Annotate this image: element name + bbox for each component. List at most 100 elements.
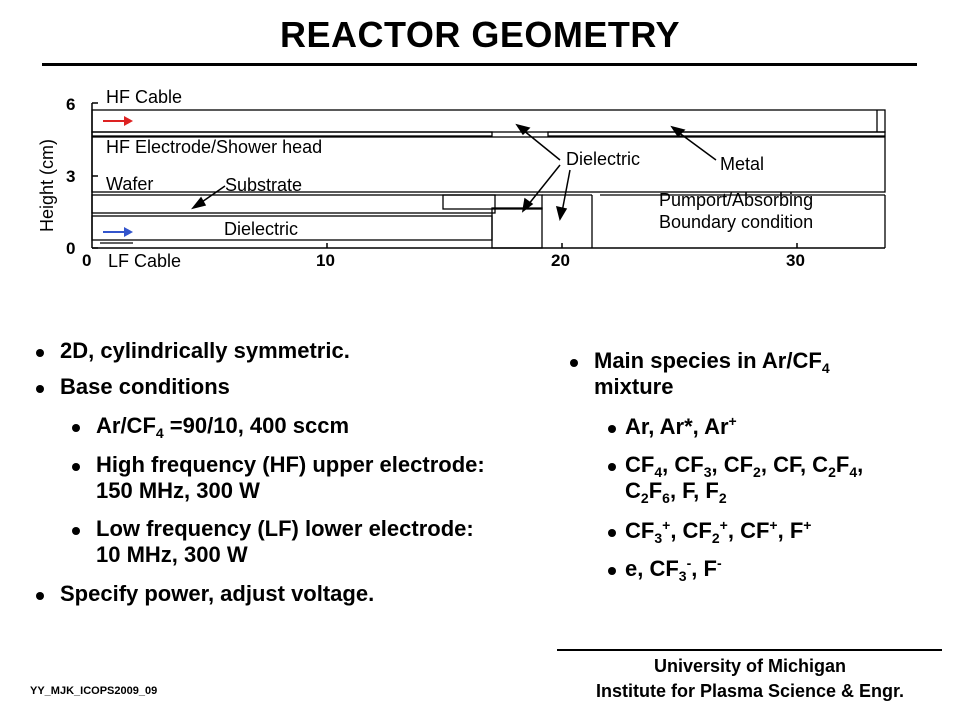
species-argon: Ar, Ar*, Ar+: [570, 414, 950, 440]
text-part: , CF: [662, 452, 704, 477]
y-tick-3: 3: [66, 167, 75, 186]
text-part: , F, F: [669, 478, 719, 503]
bullet-dot: [608, 567, 616, 575]
label-dielectric: Dielectric: [566, 149, 640, 169]
superscript: -: [716, 555, 722, 571]
text-part: Ar/CF: [96, 413, 156, 438]
label-hf-electrode: HF Electrode/Shower head: [106, 137, 322, 157]
text-line: mixture: [594, 374, 674, 399]
text-part: =90/10, 400 sccm: [163, 413, 350, 438]
reactor-geometry-figure: 6 3 0 0 10 20 30 Height (cm): [37, 87, 886, 271]
text-part: ,: [857, 452, 864, 477]
bullet-dot: [72, 463, 80, 471]
subscript: 2: [828, 464, 836, 480]
text-line: Low frequency (LF) lower electrode:: [96, 516, 474, 541]
text-part: Main species in Ar/CF: [594, 348, 822, 373]
bullet-base-conditions: Base conditions: [36, 374, 576, 400]
footer-rule: [557, 649, 942, 651]
bullet-dot: [72, 424, 80, 432]
footer-university: University of Michigan: [653, 656, 847, 676]
label-wafer: Wafer: [106, 174, 153, 194]
superscript: +: [803, 517, 812, 533]
bullet-text: 2D, cylindrically symmetric.: [60, 338, 350, 363]
subscript: 3: [703, 464, 712, 480]
text-part: , CF, C: [760, 452, 829, 477]
bullet-power: Specify power, adjust voltage.: [36, 581, 576, 607]
text-part: , F: [691, 556, 717, 581]
label-lf-cable: LF Cable: [108, 251, 181, 271]
text-part: F: [835, 452, 850, 477]
x-tick-0: 0: [82, 251, 91, 270]
text-line: 10 MHz, 300 W: [96, 542, 248, 567]
superscript: +: [662, 517, 671, 533]
y-axis-label: Height (cm): [37, 139, 57, 232]
text-part: F: [648, 478, 663, 503]
text-part: , F: [777, 518, 804, 543]
subscript: 4: [821, 360, 830, 376]
subscript: 4: [654, 464, 663, 480]
text-line: CF4, CF3, CF2, CF, C2F4,: [625, 452, 950, 480]
x-tick-30: 30: [786, 251, 805, 270]
sub-bullet-lf-electrode: Low frequency (LF) lower electrode: 10 M…: [36, 516, 576, 568]
text-part: CF: [625, 518, 655, 543]
bullet-dot: [608, 425, 616, 433]
species-positive-ions: CF3+, CF2+, CF+, F+: [570, 517, 950, 546]
sub-bullet-gas-mix: Ar/CF4 =90/10, 400 sccm: [36, 413, 576, 441]
x-tick-10: 10: [316, 251, 335, 270]
superscript: +: [769, 517, 778, 533]
text-line: C2F6, F, F2: [625, 478, 950, 506]
bullet-geometry: 2D, cylindrically symmetric.: [36, 338, 576, 364]
text-line: Main species in Ar/CF4: [594, 348, 950, 376]
slide-title: REACTOR GEOMETRY: [279, 14, 681, 55]
label-hf-cable: HF Cable: [106, 87, 182, 107]
text-part: CF: [625, 452, 655, 477]
superscript: +: [719, 517, 728, 533]
x-tick-20: 20: [551, 251, 570, 270]
bullet-text: Base conditions: [60, 374, 230, 399]
subscript: 3: [678, 568, 687, 584]
bullet-dot: [36, 385, 44, 393]
bullet-dot: [608, 463, 616, 471]
subscript: 2: [640, 490, 649, 506]
label-pumpport-line1: Pumport/Absorbing: [659, 190, 813, 210]
subscript: 3: [654, 530, 663, 546]
subscript: 2: [753, 464, 761, 480]
subscript: 2: [718, 490, 727, 506]
text-part: e, CF: [625, 556, 679, 581]
subscript: 4: [155, 425, 164, 441]
lf-cable-arrow: [103, 227, 133, 237]
right-bullet-list: Main species in Ar/CF4 mixture Ar, Ar*, …: [570, 348, 950, 584]
footer-institute: Institute for Plasma Science & Engr.: [595, 681, 905, 701]
species-negative-ions: e, CF3-, F-: [570, 555, 950, 584]
y-tick-0: 0: [66, 239, 75, 258]
title-underline: [42, 63, 917, 66]
text-part: C: [625, 478, 641, 503]
superscript: -: [686, 555, 692, 571]
reactor-outline: [91, 109, 886, 249]
bullet-dot: [570, 359, 578, 367]
bullet-dot: [36, 592, 44, 600]
pointer-arrows: [191, 123, 717, 221]
text-part: , CF: [727, 518, 770, 543]
axis-ticks: [92, 102, 798, 249]
subscript: 4: [849, 464, 858, 480]
text-line: 150 MHz, 300 W: [96, 478, 260, 503]
label-metal: Metal: [720, 154, 764, 174]
text-line: High frequency (HF) upper electrode:: [96, 452, 485, 477]
text-part: Ar, Ar*, Ar: [625, 414, 729, 439]
text-part: , CF: [670, 518, 712, 543]
text-part: , CF: [711, 452, 754, 477]
bullet-dot: [72, 527, 80, 535]
subscript: 6: [662, 490, 670, 506]
label-pumpport-line2: Boundary condition: [659, 212, 813, 232]
bullet-main-species: Main species in Ar/CF4 mixture: [570, 348, 950, 400]
hf-cable-arrow: [103, 116, 133, 126]
bullet-text: Specify power, adjust voltage.: [60, 581, 375, 606]
species-fluorocarbons: CF4, CF3, CF2, CF, C2F4, C2F6, F, F2: [570, 452, 950, 506]
sub-bullet-hf-electrode: High frequency (HF) upper electrode: 150…: [36, 452, 576, 504]
label-dielectric-lower: Dielectric: [224, 219, 298, 239]
left-bullet-list: 2D, cylindrically symmetric. Base condit…: [36, 338, 576, 607]
subscript: 2: [711, 530, 720, 546]
bullet-dot: [36, 349, 44, 357]
superscript: +: [728, 413, 737, 429]
